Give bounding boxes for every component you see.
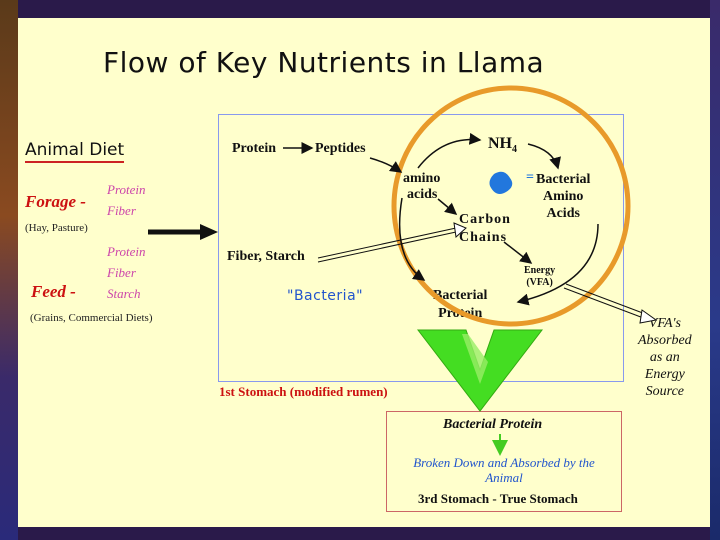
bacteria-label: "Bacteria": [287, 288, 364, 304]
right-border-decoration: [710, 0, 720, 540]
energy-to-vfa-arrow-b: [563, 287, 647, 320]
feed-item-starch: Starch: [107, 286, 141, 301]
amino-to-nh4-arc: [417, 132, 482, 169]
first-stomach-label: 1st Stomach (modified rumen): [219, 384, 388, 399]
feed-items: Protein Fiber Starch: [107, 241, 146, 304]
vfa-label: (VFA): [526, 277, 553, 288]
bacterial-amino-to-protein-arc: [516, 223, 599, 306]
slide-title: Flow of Key Nutrients in Llama: [103, 46, 545, 79]
bacterial-protein-line-1: Bacterial: [433, 288, 488, 303]
true-stomach-title: Bacterial Protein: [443, 417, 543, 432]
bacterial-amino-acids-line-2: Amino: [542, 189, 584, 204]
vfa-absorbed-note: VFA's Absorbed as an Energy Source: [638, 315, 692, 400]
vfa-note-line-5: Source: [645, 384, 685, 399]
rumen-peptides: Peptides: [315, 141, 366, 156]
carbon-chains-line-2: Chains: [459, 230, 508, 245]
bacterial-droplet-icon: [489, 171, 513, 194]
fiber-to-carbon-arrow-head: [453, 222, 467, 238]
fiber-starch-label: Fiber, Starch: [227, 249, 305, 264]
vfa-note-line-4: Energy: [644, 367, 685, 382]
peptides-to-amino-arrow: [369, 157, 403, 173]
true-stomach-description-line-2: Animal: [485, 470, 523, 485]
bacterial-amino-acids-line-1: Bacterial: [536, 172, 591, 187]
nh4-subscript: 4: [512, 144, 517, 156]
diet-arrow-head: [200, 224, 218, 240]
feed-item-fiber: Fiber: [107, 265, 136, 280]
forage-item-protein: Protein: [107, 182, 146, 197]
nh4-label: NH4: [488, 135, 517, 155]
rumen-ring: [391, 85, 631, 327]
nh4-to-bacterial-amino-arc: [527, 143, 561, 170]
amino-acids-label: amino acids: [403, 171, 440, 203]
nh4-main: NH: [488, 135, 512, 152]
amino-to-bacterial-protein-arc: [398, 197, 426, 281]
energy-to-vfa-arrow-a: [565, 283, 649, 316]
carbon-to-energy-arrow: [503, 241, 533, 264]
rumen-protein: Protein: [232, 141, 277, 156]
forage-item-fiber: Fiber: [107, 203, 136, 218]
vfa-note-line-2: Absorbed: [638, 333, 692, 348]
true-stomach-description-line-1: Broken Down and Absorbed by the: [413, 455, 595, 470]
fiber-to-carbon-arrow-a: [317, 227, 457, 259]
green-arrow-highlight: [428, 334, 488, 384]
forage-items: Protein Fiber: [107, 179, 146, 221]
energy-label: Energy: [524, 265, 556, 276]
forage-examples: (Hay, Pasture): [25, 222, 88, 234]
carbon-chains-label: Carbon Chains: [459, 211, 511, 247]
fiber-to-carbon-arrow-b: [317, 231, 457, 263]
energy-vfa-label: Energy (VFA): [524, 265, 555, 289]
true-stomach-description: Broken Down and Absorbed by the Animal: [388, 455, 620, 485]
energy-to-vfa-arrow-head: [639, 309, 658, 324]
feed-examples: (Grains, Commercial Diets): [30, 312, 153, 324]
carbon-chains-line-1: Carbon: [459, 212, 511, 227]
amino-acids-line-1: amino: [403, 171, 441, 186]
amino-acids-line-2: acids: [407, 187, 438, 202]
true-stomach-label: 3rd Stomach - True Stomach: [418, 491, 578, 506]
vfa-note-line-1: VFA's: [648, 316, 681, 331]
forage-label: Forage -: [25, 192, 86, 211]
diagram-arrows: [148, 85, 658, 456]
left-border-decoration: [0, 0, 18, 540]
first-stomach-box: [218, 114, 624, 382]
feed-item-protein: Protein: [107, 244, 146, 259]
bacterial-amino-acids-line-3: Acids: [546, 206, 580, 221]
vfa-note-line-3: as an: [649, 350, 680, 365]
bacterial-amino-acids-label: Bacterial Amino Acids: [536, 171, 590, 222]
amino-to-carbon-arrow: [437, 198, 458, 215]
feed-label: Feed -: [31, 282, 76, 301]
animal-diet-heading: Animal Diet: [25, 140, 125, 163]
slide-canvas: Flow of Key Nutrients in Llama Animal Di…: [18, 18, 710, 527]
equals-sign: =: [526, 170, 534, 185]
true-stomach-box: [386, 411, 622, 512]
